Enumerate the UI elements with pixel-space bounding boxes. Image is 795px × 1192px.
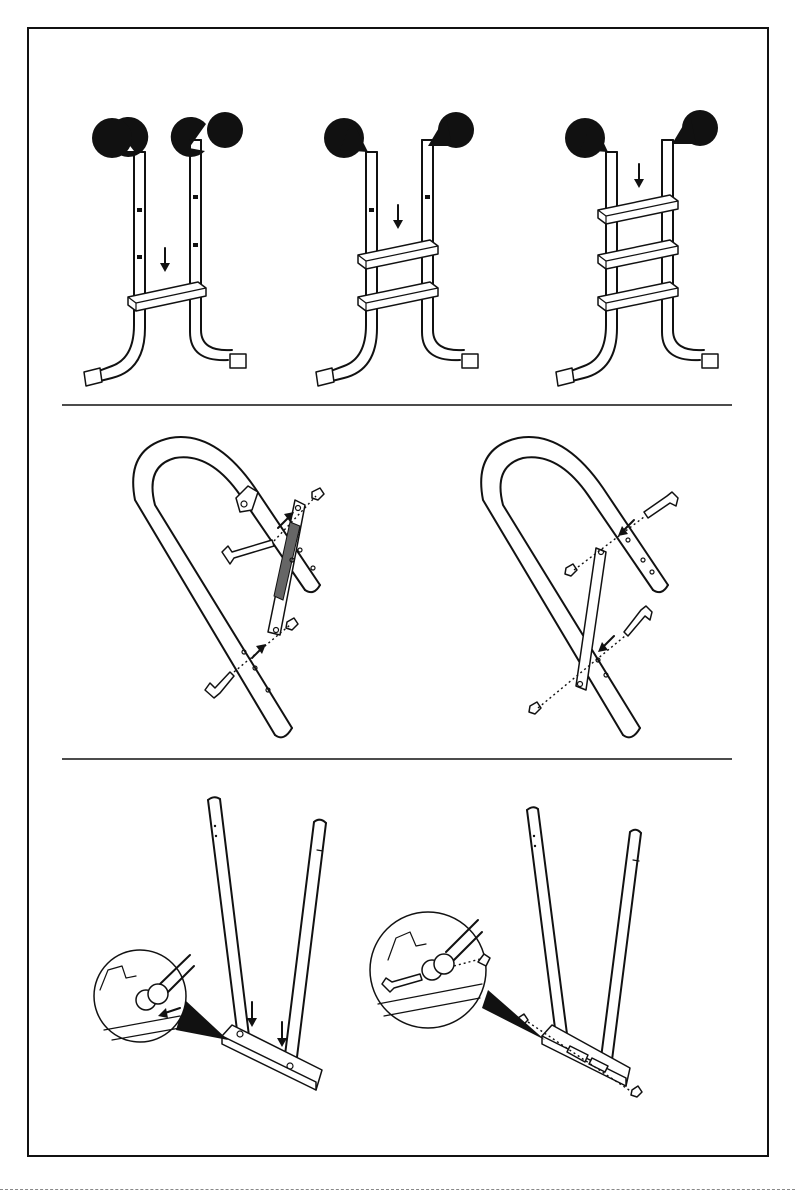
ladder-step-3 [556,110,718,386]
ladder-step-2 [316,112,478,386]
brace-view-right [481,437,678,737]
base-view-left [94,797,326,1090]
brace-view-left [133,437,324,737]
ladder-step-1 [84,112,246,386]
base-view-right [370,807,642,1097]
